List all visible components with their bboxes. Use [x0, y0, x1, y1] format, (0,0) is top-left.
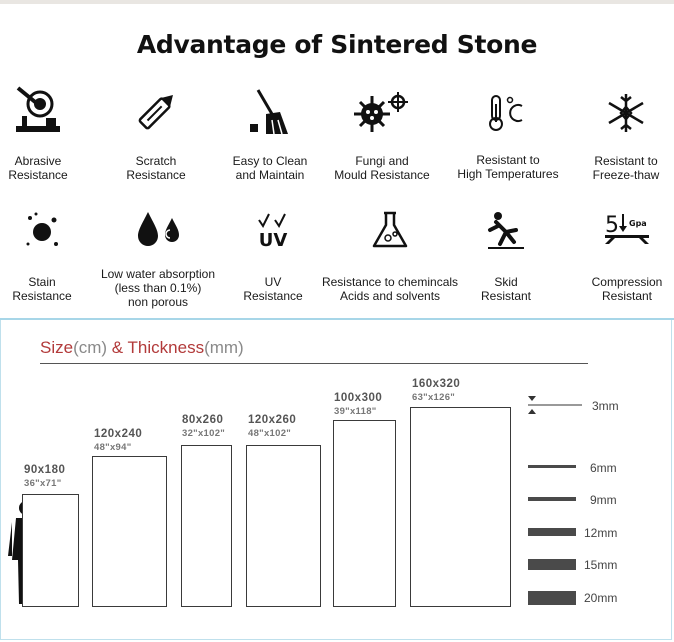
feature-label: Skid Resistant: [480, 275, 532, 303]
slab-label-inch: 48"x94": [94, 442, 132, 453]
stain-icon: [22, 210, 62, 255]
compression-value: 5: [605, 213, 619, 238]
slab-160x320: [410, 407, 511, 607]
feature-label: Low water absorption (less than 0.1%) no…: [100, 267, 216, 309]
slab-label-inch: 63"x126": [412, 392, 456, 403]
feature-label: Resistant to Freeze-thaw: [592, 154, 660, 182]
size-heading-thickness: & Thickness: [107, 338, 205, 357]
size-heading: Size(cm) & Thickness(mm): [40, 338, 244, 358]
uv-glyph: UV: [259, 230, 288, 248]
slab-label-inch: 39"x118": [334, 406, 377, 417]
compression-unit: Gpa: [629, 219, 647, 228]
saw-icon: [10, 86, 66, 143]
thickness-label-6mm: 6mm: [590, 461, 617, 475]
size-heading-main: Size: [40, 338, 74, 357]
slip-icon: [486, 210, 526, 255]
thickness-bar-20mm: [528, 591, 576, 605]
top-strip: [0, 0, 674, 4]
sizes-panel: [0, 320, 672, 640]
uv-icon: UV: [253, 210, 293, 253]
feature-label: Scratch Resistance: [126, 154, 186, 182]
feature-label: Stain Resistance: [12, 275, 72, 303]
virus-icon: [352, 90, 412, 139]
slab-label-cm: 100x300: [334, 392, 383, 404]
slab-label-cm: 160x320: [412, 378, 461, 390]
knife-icon: [130, 86, 182, 143]
slab-label-cm: 90x180: [24, 464, 66, 476]
snowflake-icon: [605, 92, 647, 139]
flask-icon: [370, 210, 410, 255]
size-heading-unit-mm: (mm): [204, 338, 244, 357]
water-drops-icon: [132, 210, 184, 255]
feature-label: Fungi and Mould Resistance: [334, 154, 430, 182]
feature-label: Resistant to High Temperatures: [457, 153, 559, 181]
thickness-label-20mm: 20mm: [584, 591, 618, 605]
slab-100x300: [333, 420, 396, 607]
size-heading-unit-cm: (cm): [73, 338, 108, 357]
slab-label-inch: 32"x102": [182, 428, 226, 439]
feature-label: Abrasive Resistance: [8, 154, 68, 182]
thickness-bar-6mm: [528, 465, 576, 468]
slab-label-cm: 80x260: [182, 414, 224, 426]
thickness-label-3mm: 3mm: [592, 399, 619, 413]
slab-90x180: [22, 494, 79, 607]
thickness-label-12mm: 12mm: [584, 526, 618, 540]
size-heading-rule: [40, 363, 588, 364]
thickness-bar-15mm: [528, 559, 576, 570]
feature-label: Resistance to cheminca​ls Acids and solv…: [321, 275, 459, 303]
slab-80x260: [181, 445, 232, 607]
page-title: Advantage of Sintered Stone: [136, 30, 538, 59]
thickness-bar-12mm: [528, 528, 576, 536]
thickness-bar-9mm: [528, 497, 576, 501]
feature-label: Compression Resistant: [591, 275, 663, 303]
thermometer-icon: [488, 92, 528, 137]
slab-120x240: [92, 456, 167, 607]
thickness-label-9mm: 9mm: [590, 493, 617, 507]
section-divider: [0, 318, 674, 320]
compression-icon: 5 Gpa: [603, 210, 651, 251]
slab-120x260: [246, 445, 321, 607]
thickness-3mm-marker-icon: [528, 396, 582, 421]
feature-label: Easy to Clean and Maintain: [232, 154, 308, 182]
broom-icon: [244, 86, 296, 143]
thickness-label-15mm: 15mm: [584, 558, 618, 572]
slab-label-cm: 120x260: [248, 414, 297, 426]
slab-label-cm: 120x240: [94, 428, 143, 440]
feature-label: UV Resistance: [243, 275, 303, 303]
slab-label-inch: 36"x71": [24, 478, 62, 489]
slab-label-inch: 48"x102": [248, 428, 292, 439]
